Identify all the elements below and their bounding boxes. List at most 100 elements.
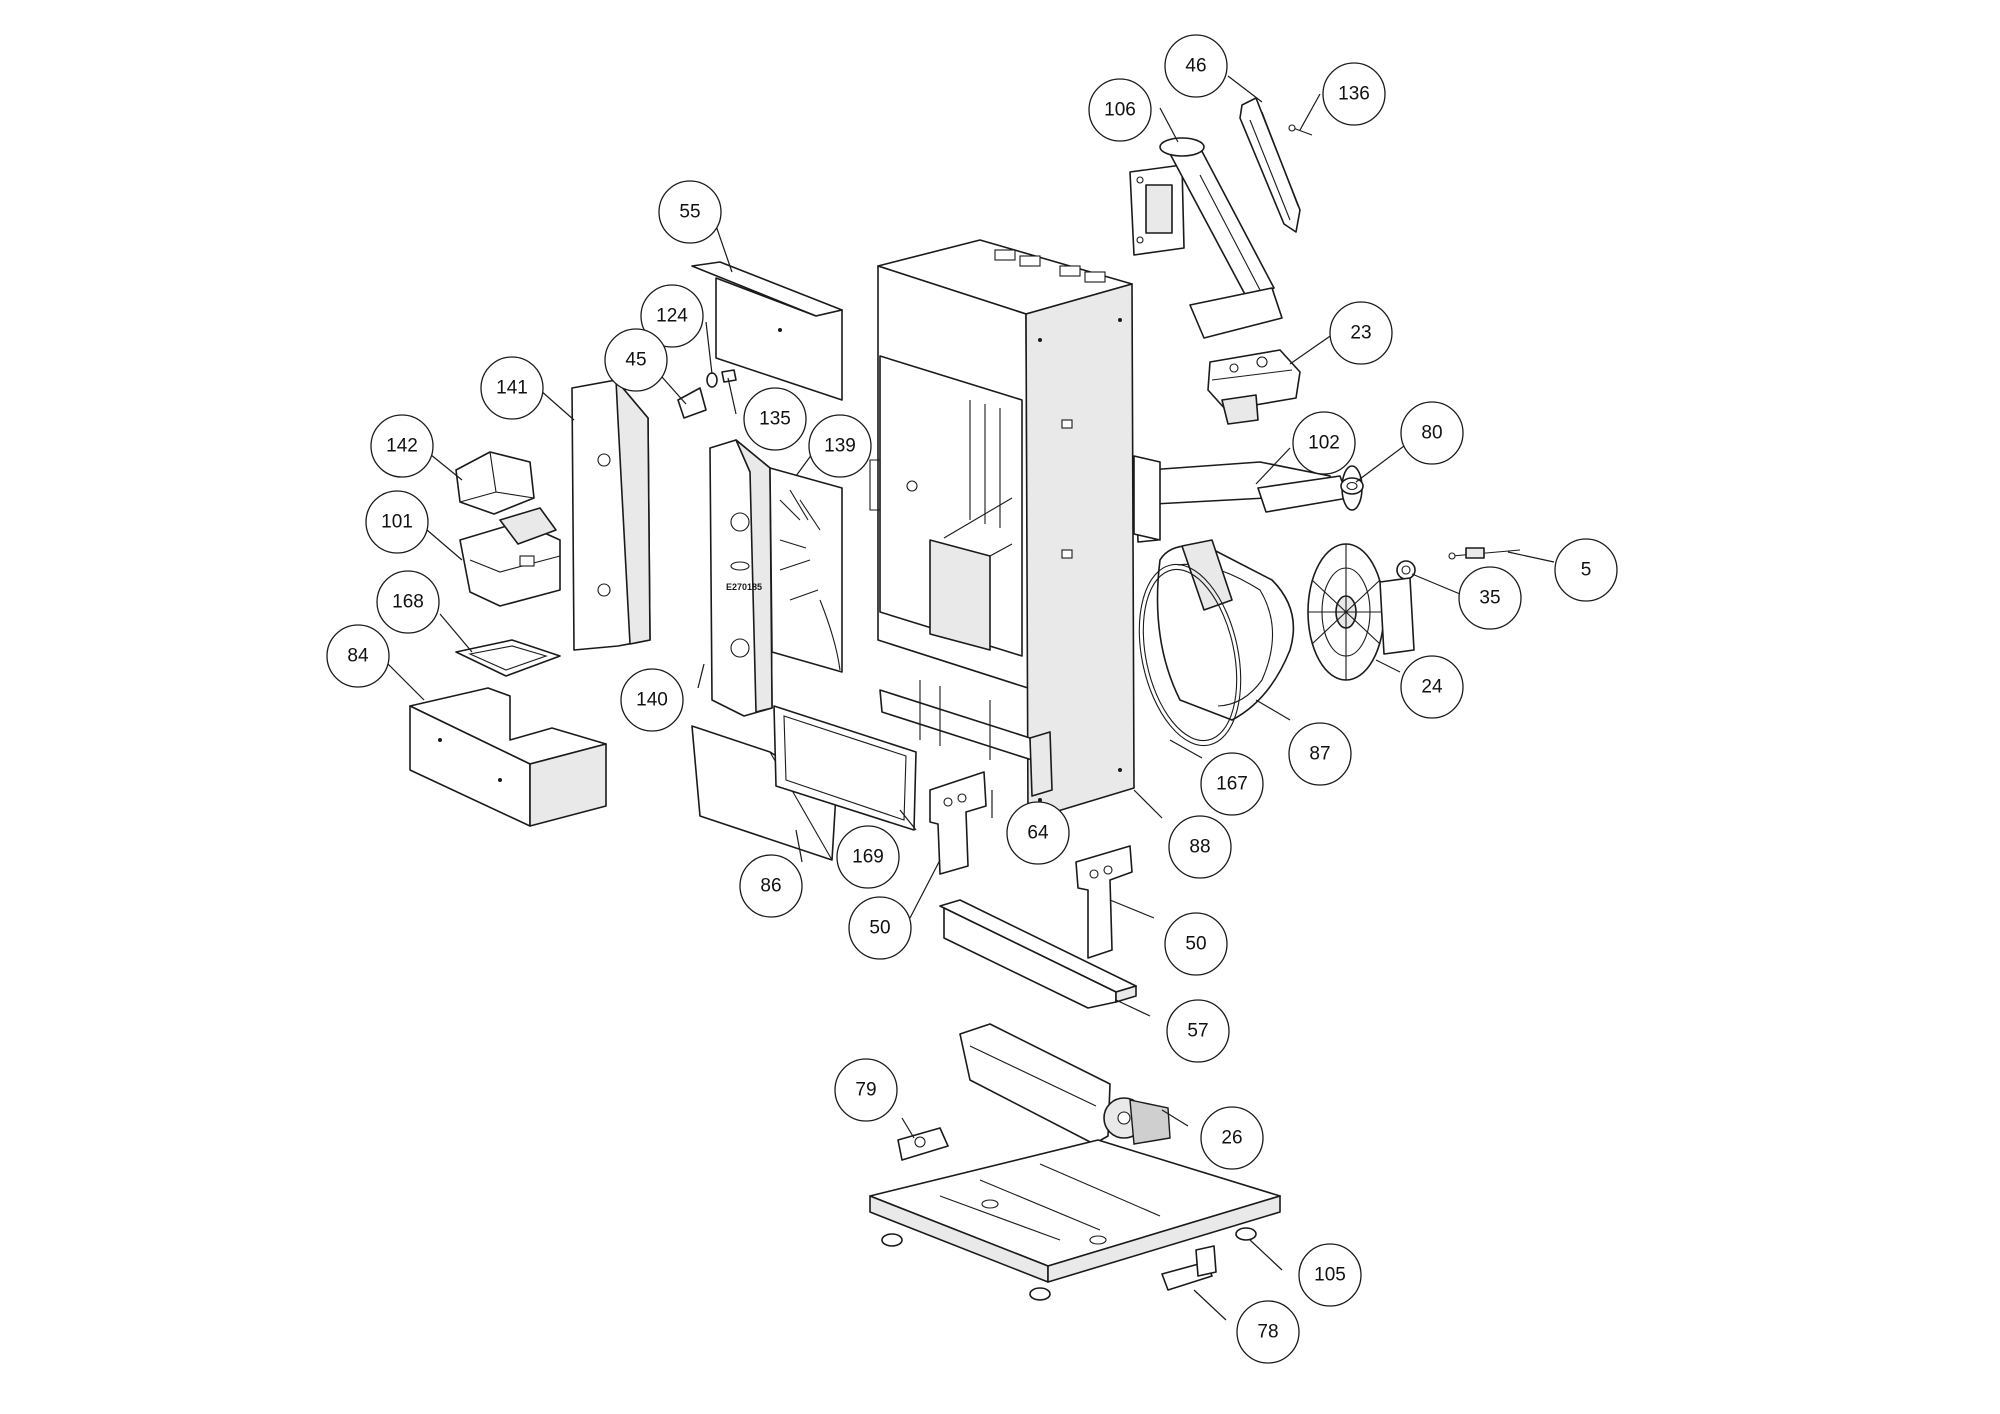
callout-79: 79 bbox=[834, 1058, 898, 1122]
callout-87: 87 bbox=[1288, 722, 1352, 786]
callout-139: 139 bbox=[808, 414, 872, 478]
part-46-flue-shell bbox=[1239, 97, 1301, 233]
svg-text:5: 5 bbox=[1581, 560, 1592, 581]
callout-86: 86 bbox=[739, 854, 803, 918]
callout-78: 78 bbox=[1236, 1300, 1300, 1364]
callout-140: 140 bbox=[620, 668, 684, 732]
part-105-base-frame bbox=[869, 1139, 1281, 1301]
callout-135: 135 bbox=[743, 387, 807, 451]
callout-102: 102 bbox=[1292, 411, 1356, 475]
svg-text:79: 79 bbox=[855, 1080, 876, 1101]
part-87-fan-housing bbox=[1156, 539, 1295, 721]
callout-105: 105 bbox=[1298, 1243, 1362, 1307]
svg-text:80: 80 bbox=[1421, 423, 1442, 444]
callout-124: 124 bbox=[640, 284, 704, 348]
callout-136: 136 bbox=[1322, 62, 1386, 126]
callout-167: 167 bbox=[1200, 752, 1264, 816]
svg-text:46: 46 bbox=[1185, 56, 1206, 77]
part-80-washer bbox=[1340, 477, 1364, 495]
part-142-cover bbox=[455, 451, 535, 515]
svg-text:57: 57 bbox=[1187, 1021, 1208, 1042]
svg-text:45: 45 bbox=[625, 350, 646, 371]
callout-50-left: 50 bbox=[848, 896, 912, 960]
part-168-gasket-frame bbox=[455, 639, 561, 677]
svg-text:140: 140 bbox=[636, 690, 668, 711]
part-141-side-panel bbox=[571, 379, 651, 651]
callout-24: 24 bbox=[1400, 655, 1464, 719]
svg-text:169: 169 bbox=[852, 847, 884, 868]
callout-101: 101 bbox=[365, 490, 429, 554]
part-124-washer bbox=[706, 372, 718, 388]
callout-142: 142 bbox=[370, 414, 434, 478]
part-26-blower bbox=[959, 1023, 1171, 1145]
callout-169: 169 bbox=[836, 825, 900, 889]
leader-lines bbox=[381, 75, 1555, 1321]
callouts: 46 136 106 55 124 45 141 135 bbox=[326, 34, 1618, 1364]
panel-stamp: E270185 bbox=[726, 582, 762, 592]
part-64-bracket bbox=[879, 680, 1053, 797]
part-101-control-box bbox=[459, 507, 561, 607]
callout-23: 23 bbox=[1329, 301, 1393, 365]
callout-50-right: 50 bbox=[1164, 912, 1228, 976]
callout-106: 106 bbox=[1088, 78, 1152, 142]
svg-text:50: 50 bbox=[1185, 934, 1206, 955]
callout-5: 5 bbox=[1554, 538, 1618, 602]
callout-26: 26 bbox=[1200, 1106, 1264, 1170]
svg-text:141: 141 bbox=[496, 378, 528, 399]
svg-text:102: 102 bbox=[1308, 433, 1340, 454]
part-35-nut bbox=[1396, 560, 1416, 580]
callout-35: 35 bbox=[1458, 566, 1522, 630]
part-167-gasket bbox=[1138, 563, 1242, 747]
svg-text:105: 105 bbox=[1314, 1265, 1346, 1286]
svg-text:136: 136 bbox=[1338, 84, 1370, 105]
svg-text:87: 87 bbox=[1309, 744, 1330, 765]
part-136-screw bbox=[1288, 124, 1313, 136]
callout-88: 88 bbox=[1168, 815, 1232, 879]
part-88-main-body bbox=[869, 239, 1161, 821]
part-79-bracket bbox=[897, 1127, 949, 1161]
part-106-flue-pipe bbox=[1129, 137, 1283, 339]
svg-text:86: 86 bbox=[760, 876, 781, 897]
svg-text:35: 35 bbox=[1479, 588, 1500, 609]
svg-text:101: 101 bbox=[381, 512, 413, 533]
callout-84: 84 bbox=[326, 624, 390, 688]
callout-57: 57 bbox=[1166, 999, 1230, 1063]
part-135-bolt bbox=[721, 369, 737, 383]
svg-text:23: 23 bbox=[1350, 323, 1371, 344]
svg-text:24: 24 bbox=[1421, 677, 1443, 698]
svg-text:135: 135 bbox=[759, 409, 791, 430]
part-50-right-bracket bbox=[1075, 845, 1133, 959]
callout-64: 64 bbox=[1006, 801, 1070, 865]
part-45-bracket bbox=[677, 387, 707, 419]
svg-text:84: 84 bbox=[347, 646, 369, 667]
part-23-motor bbox=[1207, 349, 1301, 425]
part-139-baffle bbox=[769, 467, 843, 673]
svg-text:167: 167 bbox=[1216, 774, 1248, 795]
part-84-base-box bbox=[409, 687, 607, 827]
svg-text:124: 124 bbox=[656, 306, 688, 327]
part-57-ash-drawer bbox=[939, 899, 1137, 1009]
callout-45: 45 bbox=[604, 328, 668, 392]
part-5-probe bbox=[1448, 547, 1521, 560]
callout-55: 55 bbox=[658, 180, 722, 244]
part-78-bracket bbox=[1161, 1245, 1217, 1291]
svg-text:50: 50 bbox=[869, 918, 890, 939]
callout-46: 46 bbox=[1164, 34, 1228, 98]
part-24-fan-wheel bbox=[1307, 543, 1415, 681]
svg-text:64: 64 bbox=[1027, 823, 1049, 844]
svg-text:142: 142 bbox=[386, 436, 418, 457]
svg-text:88: 88 bbox=[1189, 837, 1210, 858]
callout-141: 141 bbox=[480, 356, 544, 420]
part-55-deflector bbox=[691, 261, 843, 401]
callout-80: 80 bbox=[1400, 401, 1464, 465]
svg-text:55: 55 bbox=[679, 202, 700, 223]
callout-168: 168 bbox=[376, 570, 440, 634]
part-50-left-bracket bbox=[929, 771, 987, 875]
part-140-inner-panel: E270185 bbox=[709, 439, 773, 717]
svg-text:78: 78 bbox=[1257, 1322, 1278, 1343]
svg-text:168: 168 bbox=[392, 592, 424, 613]
svg-text:139: 139 bbox=[824, 436, 856, 457]
part-169-glass-frame bbox=[773, 705, 917, 831]
svg-text:106: 106 bbox=[1104, 100, 1136, 121]
